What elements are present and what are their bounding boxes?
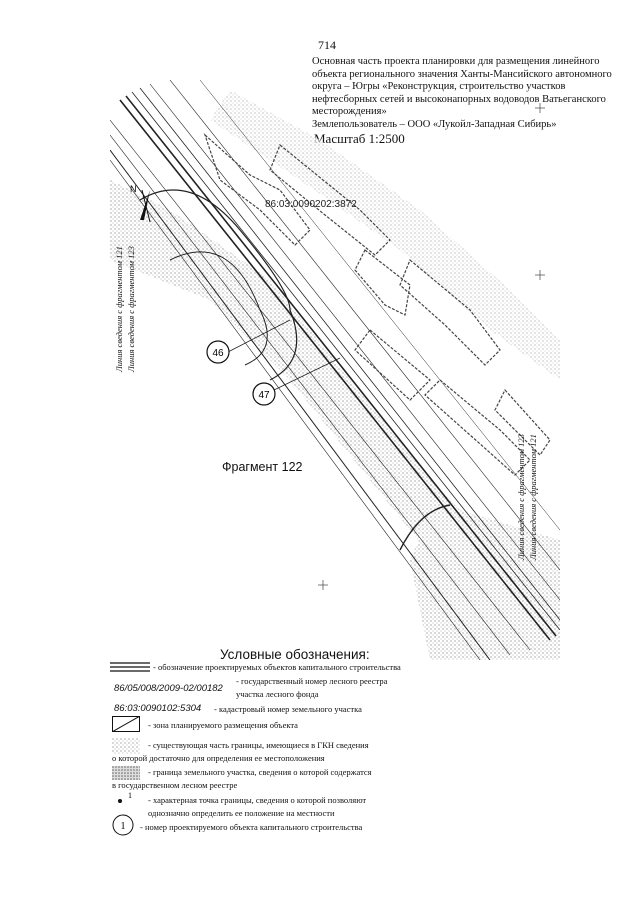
match-line-label: Линия сведения с фрагментом 121	[114, 246, 124, 372]
scale-label: Масштаб 1:2500	[314, 131, 405, 146]
match-line-label: Линия сведения с фрагментом 123	[126, 246, 136, 372]
north-arrow-icon: N	[130, 184, 151, 223]
header-line: нефтесборных сетей и высоконапорных водо…	[312, 93, 606, 105]
north-letter: N	[130, 184, 137, 194]
header-line: округа – Югры «Реконструкция, строительс…	[312, 81, 566, 92]
svg-text:1: 1	[121, 821, 126, 832]
legend-item-text: о которой достаточно для определения ее …	[112, 753, 325, 763]
object-callout-46: 46	[206, 319, 291, 364]
svg-text:1: 1	[128, 791, 132, 800]
legend-item-text: - номер проектируемого объекта капитальн…	[140, 822, 363, 832]
header-line: месторождения»	[312, 106, 387, 117]
forest-zone	[210, 90, 560, 380]
land-plot-boundaries	[203, 133, 551, 476]
legend-item-text: участка лесного фонда	[236, 689, 319, 699]
legend-item-text: в государственном лесном реестре	[112, 780, 238, 790]
header-line: объекта регионального значения Ханты-Ман…	[312, 68, 612, 80]
fragment-title: Фрагмент 122	[222, 460, 303, 474]
legend-item-text: - кадастровый номер земельного участка	[214, 704, 362, 714]
legend-item-text: - характерная точка границы, сведения о …	[148, 795, 367, 805]
map-cadastral-number: 86:03:0090202:3872	[265, 199, 357, 210]
legend-dark-dotted-swatch	[112, 766, 140, 780]
header-line: Основная часть проекта планировки для ра…	[312, 56, 600, 67]
match-line-label: Линия сведения с фрагментом 121	[528, 434, 538, 560]
legend-point-swatch: 1	[118, 791, 132, 803]
forest-zone	[410, 510, 560, 660]
plan-map: N 86:03:0090202:3872 46 47	[110, 80, 560, 660]
legend-circle-number-swatch: 1	[112, 814, 134, 836]
legend-title: Условные обозначения:	[220, 647, 370, 662]
header-line: Землепользователь – ООО «Лукойл-Западная…	[312, 118, 557, 130]
legend-item-text: - граница земельного участка, сведения о…	[148, 767, 372, 777]
legend-forest-code: 86/05/008/2009-02/00182	[114, 683, 223, 694]
boundary-curve	[139, 189, 298, 381]
legend-item-text: - зона планируемого размещения объекта	[148, 720, 298, 730]
legend-zone-swatch	[112, 716, 140, 732]
boundary-curve	[169, 251, 268, 366]
legend-line-swatch	[110, 662, 150, 672]
legend-item-text: - государственный номер лесного реестра	[236, 676, 388, 686]
legend-cadastral-code: 86:03:0090102:5304	[114, 703, 202, 714]
legend-item-text: - существующая часть границы, имеющиеся …	[148, 740, 369, 750]
object-callout-47: 47	[252, 357, 341, 406]
legend-item-text: - обозначение проектируемых объектов кап…	[153, 662, 401, 672]
document-header: Основная часть проекта планировки для ра…	[312, 56, 612, 131]
svg-text:47: 47	[258, 390, 270, 401]
pipeline-corridor	[110, 80, 560, 660]
legend-item-text: однозначно определить ее положение на ме…	[148, 808, 335, 818]
grid-cross-markers	[318, 103, 545, 590]
boundary-curve	[399, 504, 451, 551]
svg-text:46: 46	[212, 348, 224, 359]
legend-dotted-swatch	[112, 738, 140, 754]
match-line-label: Линия сведения с фрагментом 123	[516, 434, 526, 560]
page-number: 714	[318, 38, 336, 52]
